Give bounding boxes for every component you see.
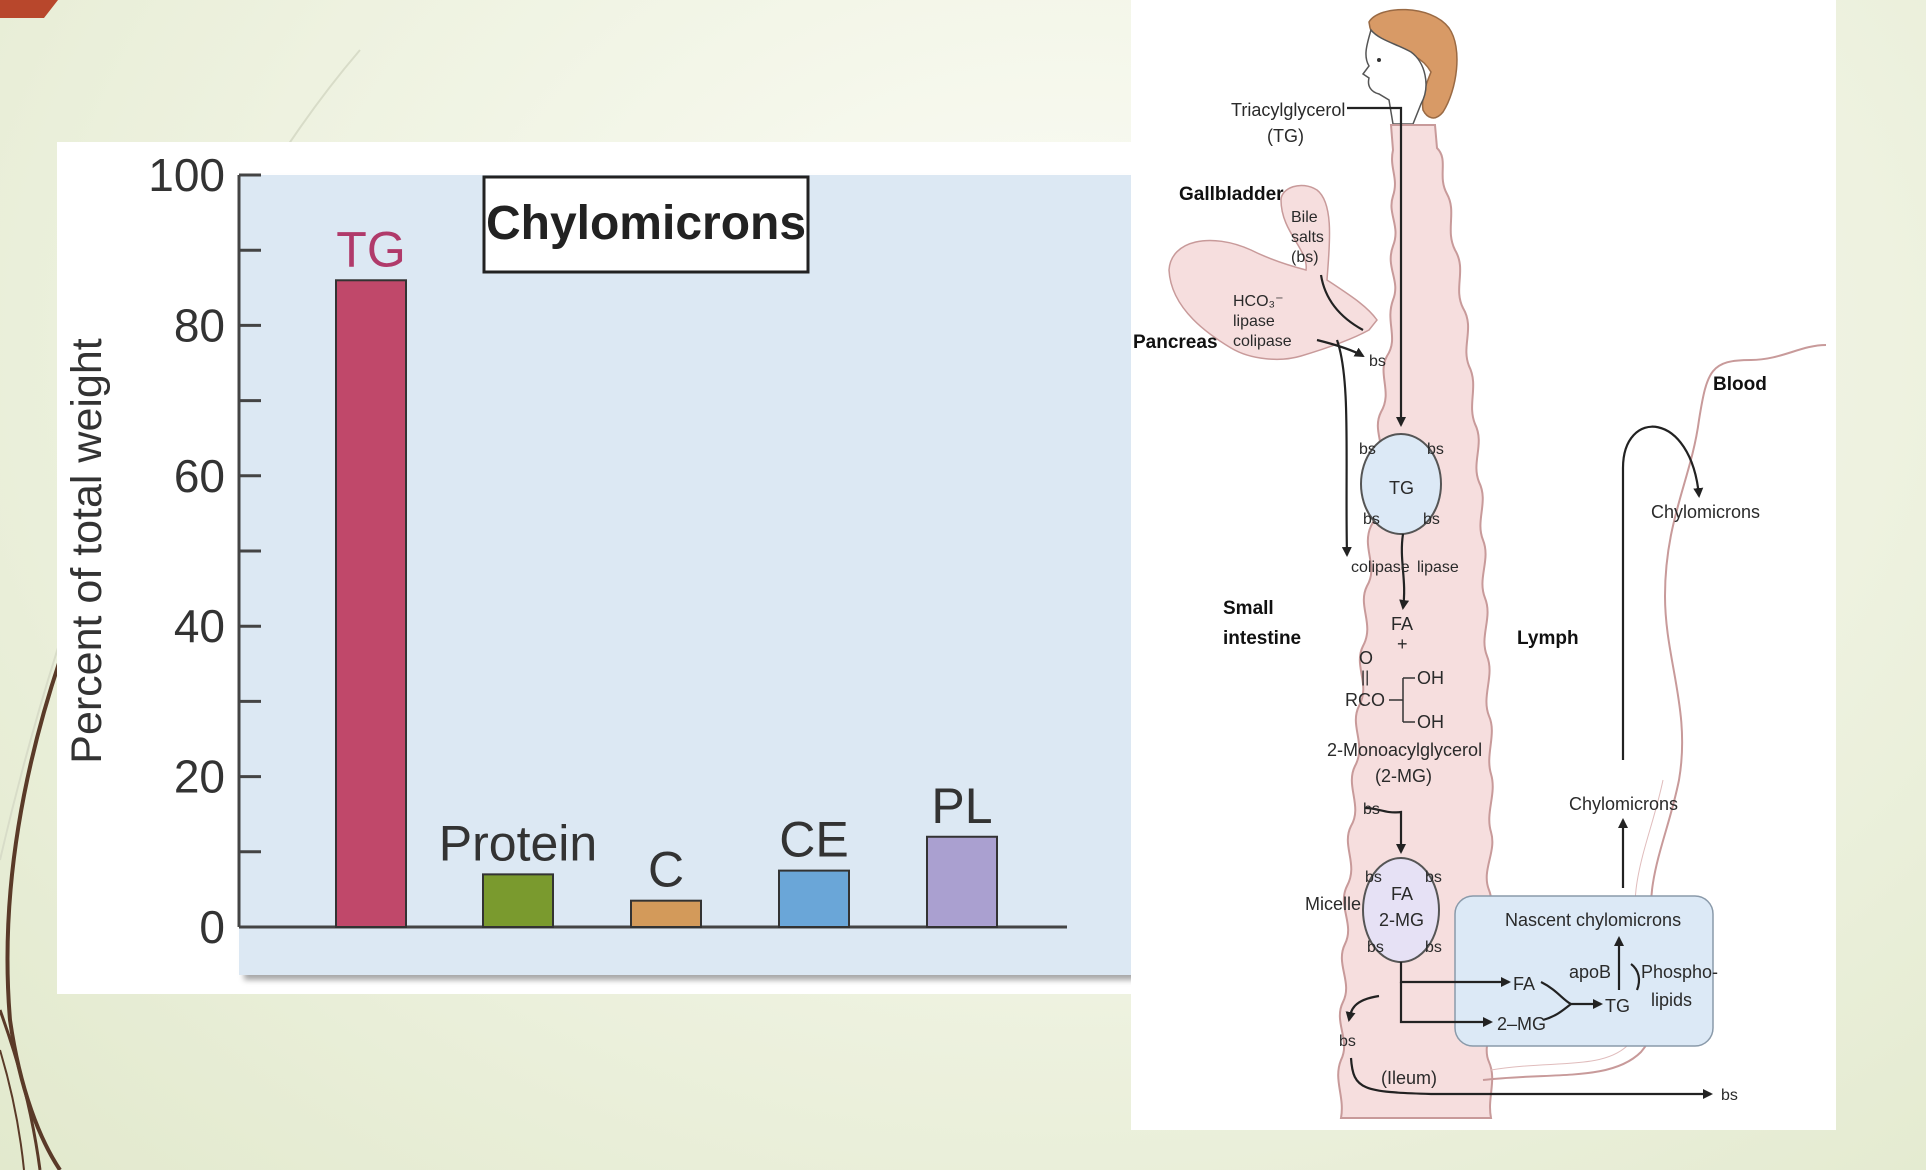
head-illustration (1361, 8, 1458, 125)
bar-protein (482, 873, 554, 928)
y-tick-label: 0 (199, 901, 225, 953)
bar-label-c: C (648, 842, 684, 898)
label-fa-out: FA (1513, 974, 1535, 994)
bar-tg (335, 279, 407, 928)
label-2mg-out: 2–MG (1497, 1014, 1546, 1034)
label-micelle-bs-tr: bs (1425, 869, 1442, 886)
label-micelle-bs-br: bs (1425, 939, 1442, 956)
label-small: Small (1223, 598, 1274, 619)
label-triacylglycerol: Triacylglycerol (1231, 100, 1345, 120)
label-apob: apoB (1569, 962, 1611, 982)
y-axis-label: Percent of total weight (63, 338, 111, 764)
corner-accent (0, 0, 58, 18)
label-colipase: colipase (1233, 333, 1292, 350)
label-bs-tr: bs (1427, 441, 1444, 458)
label-hco3: HCO₃⁻ (1233, 293, 1284, 310)
pathway-arrows (1316, 106, 1713, 1099)
label-oh-1: OH (1417, 668, 1444, 688)
label-intestine: intestine (1223, 628, 1301, 649)
label-bs-bl: bs (1363, 511, 1380, 528)
label-2-monoacylglycerol: 2-Monoacylglycerol (1327, 740, 1482, 760)
blood-vessel (1482, 344, 1827, 1081)
label-chylomicrons-lymph: Chylomicrons (1569, 794, 1678, 814)
label-bile-3: (bs) (1291, 249, 1319, 266)
label-bs-tl: bs (1359, 441, 1376, 458)
bar-label-tg: TG (336, 221, 405, 277)
label-micelle-2mg: 2-MG (1379, 910, 1424, 930)
label-bs-br: bs (1423, 511, 1440, 528)
label-phospho: Phospho- (1641, 962, 1718, 982)
label-chylomicrons-blood: Chylomicrons (1651, 502, 1760, 522)
label-nascent-chylomicrons: Nascent chylomicrons (1505, 910, 1681, 930)
bar-labels: TG Protein C CE PL (336, 221, 992, 897)
label-pancreas: Pancreas (1133, 332, 1218, 353)
label-lipids: lipids (1651, 990, 1692, 1010)
label-micelle-bs-tl: bs (1365, 869, 1382, 886)
label-bile-1: Bile (1291, 209, 1318, 226)
gallbladder-pancreas (1168, 184, 1378, 361)
label-micelle: Micelle (1305, 894, 1361, 914)
label-ileum: (Ileum) (1381, 1068, 1437, 1088)
label-colipase-2: colipase (1351, 559, 1410, 576)
label-lymph: Lymph (1517, 628, 1579, 649)
label-bs-out: bs (1721, 1087, 1738, 1104)
label-bile-2: salts (1291, 229, 1324, 246)
label-bs-2: bs (1363, 801, 1380, 818)
y-tick-label: 60 (174, 450, 225, 502)
y-tick-label: 40 (174, 600, 225, 652)
decor-curve-4 (0, 1049, 25, 1170)
label-bs-3: bs (1339, 1033, 1356, 1050)
label-tg-out: TG (1605, 996, 1630, 1016)
face (1361, 28, 1427, 125)
decor-curve-2 (5, 659, 62, 1170)
y-tick-label: 20 (174, 751, 225, 803)
label-plus: + (1397, 634, 1408, 654)
label-tg-abbrev: (TG) (1267, 126, 1304, 146)
chart-panel: 0 20 40 60 80 100 TG Protein C CE PL Chylomicrons… (57, 142, 1131, 994)
label-rco: RCO (1345, 690, 1385, 710)
eye (1377, 58, 1381, 62)
bar-label-protein: Protein (439, 815, 597, 871)
label-micelle-bs-bl: bs (1367, 939, 1384, 956)
chart-title-box (482, 175, 810, 274)
chart-title: Chylomicrons (486, 197, 806, 250)
label-double-bond: || (1361, 669, 1369, 686)
label-fa: FA (1391, 614, 1413, 634)
lipid-digestion-diagram: Triacylglycerol (TG) Gallbladder Bile sa… (1133, 8, 1827, 1119)
mg-bracket (1389, 677, 1415, 723)
y-ticks: 0 20 40 60 80 100 (148, 149, 261, 953)
lymph-box (1454, 895, 1714, 1047)
y-tick-label: 100 (148, 149, 225, 201)
label-2-mg-abbrev: (2-MG) (1375, 766, 1432, 786)
y-tick-label: 80 (174, 299, 225, 351)
label-oh-2: OH (1417, 712, 1444, 732)
label-micelle-fa: FA (1391, 884, 1413, 904)
bar-ce (778, 869, 850, 928)
diagram-panel: Triacylglycerol (TG) Gallbladder Bile sa… (1131, 0, 1836, 1130)
label-blood: Blood (1713, 374, 1767, 395)
bar-c (630, 899, 702, 928)
bar-chart: 0 20 40 60 80 100 TG Protein C CE PL Chylomicrons… (63, 149, 1131, 975)
tg-droplet (1360, 433, 1442, 535)
label-lipase: lipase (1233, 313, 1275, 330)
label-lipase-2: lipase (1417, 559, 1459, 576)
label-bs-1: bs (1369, 353, 1386, 370)
bars (335, 279, 998, 929)
decor-curve-3 (0, 1009, 42, 1170)
label-tg-droplet: TG (1389, 478, 1414, 498)
label-gallbladder: Gallbladder (1179, 184, 1284, 205)
bar-label-pl: PL (931, 778, 992, 834)
label-o: O (1359, 648, 1373, 668)
bar-pl (926, 835, 998, 929)
bar-label-ce: CE (779, 812, 848, 868)
